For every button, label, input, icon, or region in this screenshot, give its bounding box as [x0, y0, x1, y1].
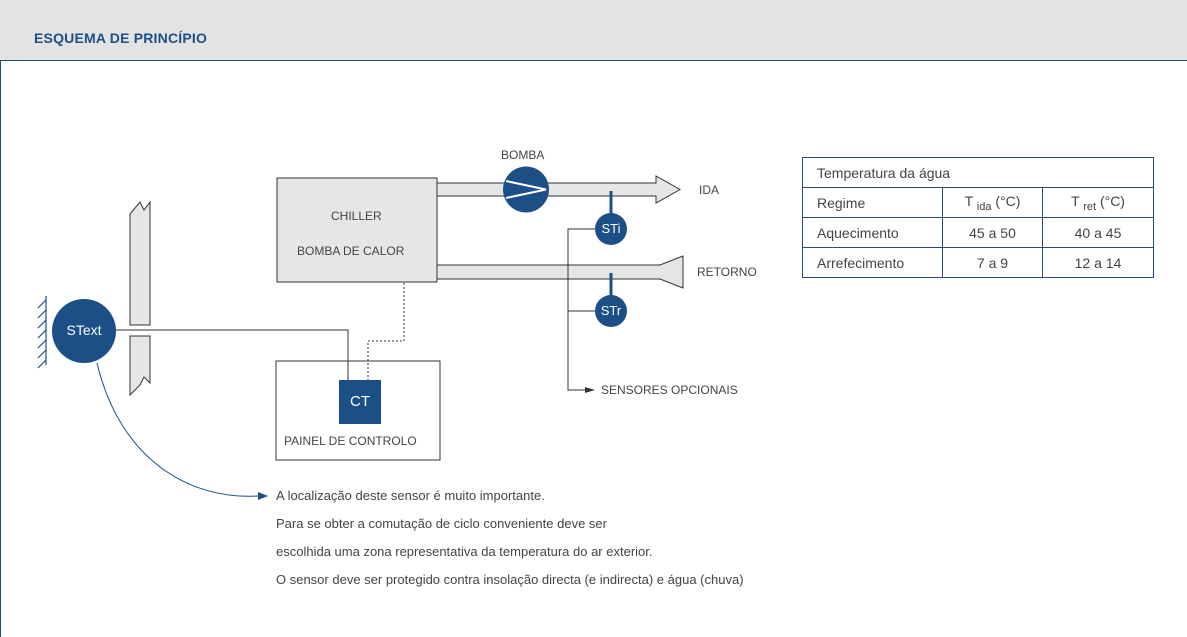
chiller-label-line2: BOMBA DE CALOR: [297, 244, 405, 258]
row-regime: Aquecimento: [802, 217, 943, 248]
str-sensor-icon: [595, 295, 627, 327]
table-title: Temperatura da água: [802, 157, 1154, 188]
optional-sensors-arrow: [585, 387, 595, 393]
section-title: ESQUEMA DE PRINCÍPIO: [34, 30, 208, 46]
stext-wire: [115, 329, 349, 380]
left-border: [0, 61, 1, 637]
row-regime: Arrefecimento: [802, 247, 943, 278]
stext-note-pointer: [96, 362, 259, 497]
note-line-4: O sensor deve ser protegido contra insol…: [276, 572, 744, 587]
control-panel-label: PAINEL DE CONTROLO: [284, 434, 417, 448]
wall: [129, 200, 151, 397]
header-t-ret-sub: ret: [1083, 200, 1097, 213]
row-ida: 45 a 50: [942, 217, 1043, 248]
pump-icon: [503, 166, 549, 213]
ida-label: IDA: [699, 183, 720, 197]
sti-label: STi: [601, 221, 621, 236]
ct-controller: [339, 380, 381, 424]
ct-label: CT: [350, 393, 370, 410]
header-t-ida-unit: (°C): [995, 192, 1021, 209]
header-t-ret-unit: (°C): [1099, 192, 1125, 209]
note-line-1: A localização deste sensor é muito impor…: [276, 488, 545, 503]
stext-sensor-icon: [52, 299, 116, 363]
header-t-ida: T ida (°C): [942, 187, 1043, 218]
section-header: ESQUEMA DE PRINCÍPIO: [0, 0, 1187, 61]
return-pipe: [436, 255, 684, 289]
sensor-mount-hatch: [37, 296, 47, 369]
table-header-row: Regime T ida (°C) T ret (°C): [802, 187, 1154, 218]
stext-label: SText: [66, 322, 102, 338]
note-line-3: escolhida uma zona representativa da tem…: [276, 544, 653, 559]
table-row: Arrefecimento 7 a 9 12 a 14: [802, 247, 1154, 278]
header-t-ret: T ret (°C): [1042, 187, 1154, 218]
retorno-label: RETORNO: [697, 265, 757, 279]
header-t-ret-main: T: [1071, 192, 1080, 209]
stext-note-arrowhead: [258, 492, 268, 500]
header-t-ida-sub: ida: [976, 200, 992, 213]
header-regime: Regime: [802, 187, 943, 218]
header-t-ida-main: T: [964, 192, 973, 209]
optional-sensors-label: SENSORES OPCIONAIS: [601, 383, 738, 397]
water-temperature-table: Temperatura da água Regime T ida (°C) T …: [802, 157, 1154, 278]
chiller-label-line1: CHILLER: [331, 209, 382, 223]
chiller-control-link: [367, 283, 405, 380]
flow-pipe-arrow: [436, 175, 682, 204]
optional-sensors-wiring: [567, 228, 595, 391]
pump-label: BOMBA: [501, 148, 545, 162]
table-title-row: Temperatura da água: [802, 157, 1154, 188]
chiller-box: [276, 177, 438, 283]
str-label: STr: [600, 303, 622, 318]
row-ida: 7 a 9: [942, 247, 1043, 278]
row-ret: 12 a 14: [1042, 247, 1154, 278]
note-line-2: Para se obter a comutação de ciclo conve…: [276, 516, 607, 531]
table-row: Aquecimento 45 a 50 40 a 45: [802, 217, 1154, 248]
row-ret: 40 a 45: [1042, 217, 1154, 248]
sti-sensor-icon: [595, 213, 627, 245]
